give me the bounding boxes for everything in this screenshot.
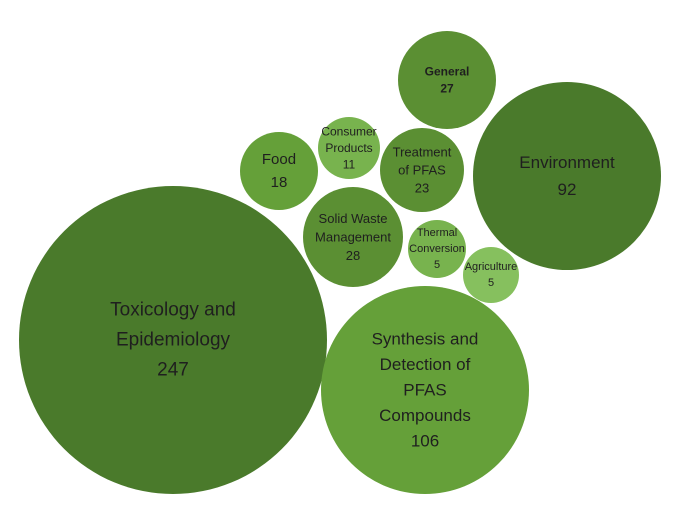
bubble-label-synthesis: Compounds: [379, 406, 471, 425]
bubble-value-agriculture: 5: [488, 277, 494, 289]
bubble-label-consumer: Products: [325, 141, 372, 155]
bubble-label-agriculture: Agriculture: [465, 261, 518, 273]
bubble-value-general: 27: [440, 82, 454, 96]
bubble-agriculture: Agriculture 5: [463, 247, 519, 303]
bubble-label-consumer: Consumer: [321, 125, 376, 139]
bubble-label-thermal: Thermal: [417, 227, 457, 239]
bubble-label-synthesis: Detection of: [380, 355, 471, 374]
bubble-circle-treatment: [380, 128, 464, 212]
bubble-value-synthesis: 106: [411, 432, 439, 451]
bubble-value-treatment: 23: [415, 181, 429, 196]
bubble-food: Food 18: [240, 132, 318, 210]
bubble-value-thermal: 5: [434, 259, 440, 271]
bubble-label-synthesis: PFAS: [403, 381, 446, 400]
bubble-circle-toxicology: [19, 186, 327, 494]
bubble-treatment: Treatment of PFAS 23: [380, 128, 464, 212]
bubble-circle-consumer: [318, 117, 380, 179]
bubble-value-environment: 92: [558, 180, 577, 199]
bubble-label-toxicology: Toxicology and: [110, 300, 236, 321]
bubble-label-environment: Environment: [519, 153, 615, 172]
bubble-circle-agriculture: [463, 247, 519, 303]
bubble-label-toxicology: Epidemiology: [116, 330, 231, 351]
bubble-value-toxicology: 247: [157, 360, 189, 381]
bubble-label-solid-waste: Management: [315, 230, 391, 245]
bubble-environment: Environment 92: [473, 82, 661, 270]
bubble-circle-food: [240, 132, 318, 210]
bubble-circle-solid-waste: [303, 187, 403, 287]
bubble-circle-environment: [473, 82, 661, 270]
bubble-circle-synthesis: [321, 286, 529, 494]
bubble-general: General 27: [398, 31, 496, 129]
bubble-value-solid-waste: 28: [346, 248, 360, 263]
bubble-label-solid-waste: Solid Waste: [319, 211, 388, 226]
bubble-value-food: 18: [271, 174, 288, 191]
bubble-circle-general: [398, 31, 496, 129]
bubble-label-synthesis: Synthesis and: [372, 330, 479, 349]
bubble-label-treatment: of PFAS: [398, 163, 446, 178]
bubble-label-general: General: [425, 65, 470, 79]
bubble-label-treatment: Treatment: [393, 145, 452, 160]
bubble-label-thermal: Conversion: [409, 243, 465, 255]
bubble-label-food: Food: [262, 151, 296, 168]
bubble-value-consumer: 11: [343, 158, 356, 172]
bubble-circle-thermal: [408, 220, 466, 278]
